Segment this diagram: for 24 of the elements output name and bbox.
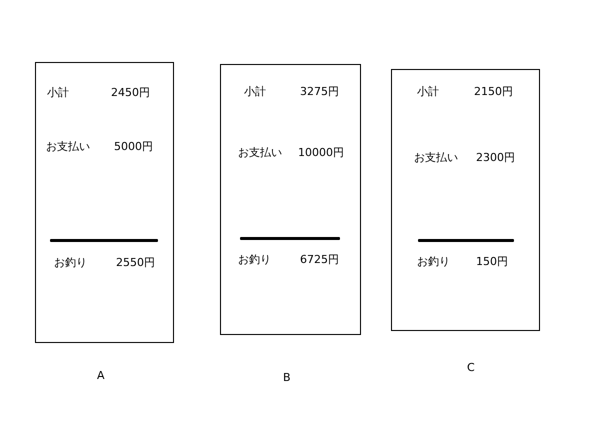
receipt-caption: B (283, 371, 291, 385)
amount-text: 6725円 (300, 253, 339, 267)
item-label: お釣り (238, 253, 271, 267)
item-label: お釣り (417, 255, 450, 269)
receipt-box (220, 64, 361, 335)
amount-text: 150円 (476, 255, 508, 269)
receipt-caption: A (97, 369, 105, 383)
amount-text: 2150円 (474, 85, 513, 99)
amount-text: 2450円 (111, 86, 150, 100)
amount-text: 2300円 (476, 151, 515, 165)
receipt-box (35, 62, 174, 343)
item-label: お支払い (414, 151, 458, 165)
item-label: 小計 (47, 86, 69, 100)
item-label: 小計 (417, 85, 439, 99)
amount-text: 2550円 (116, 256, 155, 270)
receipt-caption: C (467, 361, 475, 375)
item-label: 小計 (244, 85, 266, 99)
receipt-box (391, 69, 540, 331)
amount-text: 3275円 (300, 85, 339, 99)
item-label: お支払い (238, 146, 282, 160)
item-label: お釣り (54, 256, 87, 270)
amount-text: 5000円 (114, 140, 153, 154)
amount-text: 10000円 (298, 146, 344, 160)
item-label: お支払い (46, 140, 90, 154)
